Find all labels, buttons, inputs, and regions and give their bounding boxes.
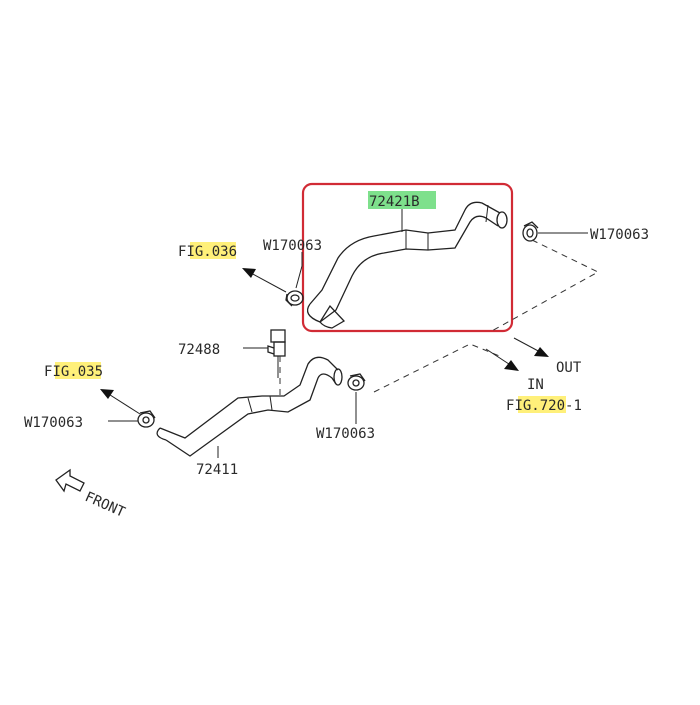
- label-part-72488: 72488: [178, 342, 220, 358]
- hose-72411[interactable]: [156, 356, 343, 457]
- label-in: IN: [527, 377, 544, 393]
- fig720-prefix: F: [506, 398, 514, 414]
- part-number-highlight: [368, 191, 436, 209]
- fig036-highlight: [190, 242, 236, 259]
- label-out: OUT: [556, 360, 582, 376]
- selected-part-box[interactable]: [301, 182, 514, 333]
- arrow-fig036-icon: [242, 268, 287, 293]
- fig036-suffix: 6: [229, 244, 237, 260]
- clamp-upper-left-icon[interactable]: [285, 290, 304, 307]
- route-mid-dashed: [373, 343, 503, 393]
- fig035-highlight: [55, 362, 101, 379]
- fig720-highlight: [518, 396, 566, 413]
- fig720-highlight-text: IG.72: [514, 398, 556, 414]
- fig035-highlight-text: IG.03: [52, 364, 94, 380]
- label-clamp-lower-mid: W170063: [316, 426, 375, 442]
- label-clamp-right: W170063: [590, 227, 649, 243]
- fig035-link[interactable]: FIG.035: [44, 364, 103, 380]
- fig720-link[interactable]: FIG.720-1: [506, 398, 582, 414]
- route-right-dashed: [489, 239, 600, 333]
- fig035-suffix: 5: [95, 364, 103, 380]
- leader-clamp-upper-left: [295, 252, 303, 289]
- arrow-in-icon: [485, 348, 519, 371]
- hose-72421b[interactable]: [306, 201, 508, 329]
- arrow-fig035-icon: [100, 389, 141, 415]
- front-arrow-icon: [55, 468, 85, 493]
- fig720-suffix: 0-1: [557, 398, 582, 414]
- arrow-out-icon: [513, 337, 549, 357]
- fig036-highlight-text: IG.03: [186, 244, 228, 260]
- label-front: FRONT: [82, 489, 128, 521]
- label-clamp-lower-left: W170063: [24, 415, 83, 431]
- clamp-lower-left-icon[interactable]: [137, 410, 156, 428]
- label-part-72411: 72411: [196, 462, 238, 478]
- clamp-lower-mid-icon[interactable]: [347, 373, 366, 391]
- fig035-prefix: F: [44, 364, 52, 380]
- fig036-link[interactable]: FIG.036: [178, 244, 237, 260]
- connector-72488-icon[interactable]: [267, 329, 286, 396]
- clamp-right-icon[interactable]: [522, 221, 539, 242]
- label-clamp-upper-left: W170063: [263, 238, 322, 254]
- label-part-72421b: 72421B: [369, 194, 420, 210]
- fig036-prefix: F: [178, 244, 186, 260]
